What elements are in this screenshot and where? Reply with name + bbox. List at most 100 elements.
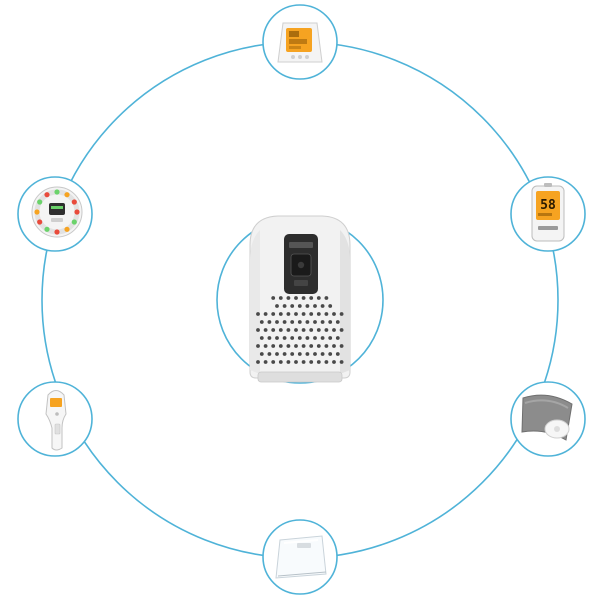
- vent-hole: [332, 344, 336, 348]
- vent-hole: [305, 320, 310, 324]
- vent-hole: [275, 352, 279, 356]
- device-node-top: [262, 4, 338, 80]
- vent-hole: [313, 320, 317, 324]
- pill-compartments: [34, 189, 80, 235]
- vent-hole: [335, 352, 340, 356]
- glucose-meter-icon: 58: [531, 183, 565, 242]
- health-hub-gateway-icon: [249, 215, 351, 383]
- vent-hole: [275, 320, 279, 324]
- vent-hole: [305, 304, 310, 308]
- vent-hole: [286, 312, 291, 316]
- vent-hole: [332, 360, 336, 364]
- pill-compartment: [37, 219, 43, 225]
- pill-compartment: [64, 226, 70, 232]
- pill-compartment: [64, 192, 70, 198]
- vent-hole: [332, 312, 336, 316]
- glucose-reading: 58: [540, 198, 556, 213]
- vent-hole: [339, 360, 344, 364]
- wearable-cuff-patch-icon: [521, 394, 573, 441]
- vent-hole: [301, 344, 306, 348]
- vent-hole: [275, 336, 279, 340]
- vent-hole: [324, 328, 329, 332]
- vent-hole: [275, 304, 279, 308]
- vent-hole: [335, 320, 340, 324]
- vent-hole: [271, 312, 276, 316]
- vent-hole: [309, 344, 314, 348]
- vent-hole: [278, 312, 283, 316]
- vent-hole: [328, 304, 333, 308]
- vent-hole: [267, 320, 272, 324]
- pill-compartment: [54, 189, 60, 195]
- hub-vent-grid: [256, 296, 344, 364]
- vent-hole: [324, 312, 329, 316]
- vent-hole: [267, 352, 272, 356]
- vent-hole: [294, 312, 298, 316]
- blood-pressure-monitor-icon: [277, 22, 323, 63]
- vent-hole: [278, 344, 283, 348]
- vent-hole: [256, 360, 260, 364]
- pill-compartment: [71, 219, 77, 225]
- vent-hole: [286, 296, 291, 300]
- vent-hole: [256, 312, 260, 316]
- pill-compartment: [37, 199, 43, 205]
- vent-hole: [259, 352, 264, 356]
- vent-hole: [316, 328, 321, 332]
- vent-hole: [324, 296, 329, 300]
- vent-hole: [316, 344, 321, 348]
- vent-hole: [267, 336, 272, 340]
- vent-hole: [259, 320, 264, 324]
- vent-hole: [263, 312, 268, 316]
- vent-hole: [290, 320, 295, 324]
- vent-hole: [316, 360, 321, 364]
- vent-hole: [278, 360, 283, 364]
- pill-dispenser-icon: [31, 186, 83, 238]
- vent-hole: [339, 328, 344, 332]
- vent-hole: [294, 344, 298, 348]
- vent-hole: [286, 344, 291, 348]
- vent-hole: [282, 336, 287, 340]
- vent-hole: [259, 336, 264, 340]
- vent-hole: [286, 360, 291, 364]
- vent-hole: [320, 336, 325, 340]
- vent-hole: [278, 296, 283, 300]
- vent-hole: [263, 328, 268, 332]
- forehead-thermometer-icon: [45, 390, 67, 451]
- vent-hole: [256, 328, 260, 332]
- vent-hole: [271, 296, 276, 300]
- vent-hole: [309, 296, 314, 300]
- vent-hole: [309, 328, 314, 332]
- vent-hole: [339, 312, 344, 316]
- vent-hole: [335, 336, 340, 340]
- vent-hole: [297, 304, 302, 308]
- vent-hole: [305, 336, 310, 340]
- vent-hole: [271, 344, 276, 348]
- vent-hole: [301, 328, 306, 332]
- vent-hole: [271, 328, 276, 332]
- vent-hole: [290, 352, 295, 356]
- vent-hole: [271, 360, 276, 364]
- vent-hole: [320, 304, 325, 308]
- vent-hole: [294, 328, 298, 332]
- vent-hole: [324, 360, 329, 364]
- vent-hole: [309, 312, 314, 316]
- vent-hole: [320, 352, 325, 356]
- smart-scale-icon: [275, 535, 327, 579]
- pill-compartment: [71, 199, 77, 205]
- vent-hole: [305, 352, 310, 356]
- vent-hole: [282, 352, 287, 356]
- vent-hole: [263, 344, 268, 348]
- pill-compartment: [34, 209, 40, 215]
- vent-hole: [256, 344, 260, 348]
- device-node-upper-left: [17, 176, 93, 252]
- pill-compartment: [44, 192, 50, 198]
- pill-compartment: [74, 209, 80, 215]
- vent-hole: [328, 352, 333, 356]
- vent-hole: [301, 296, 306, 300]
- device-node-bottom: [262, 519, 338, 595]
- vent-hole: [301, 312, 306, 316]
- vent-hole: [278, 328, 283, 332]
- vent-hole: [313, 336, 317, 340]
- vent-hole: [286, 328, 291, 332]
- vent-hole: [294, 296, 298, 300]
